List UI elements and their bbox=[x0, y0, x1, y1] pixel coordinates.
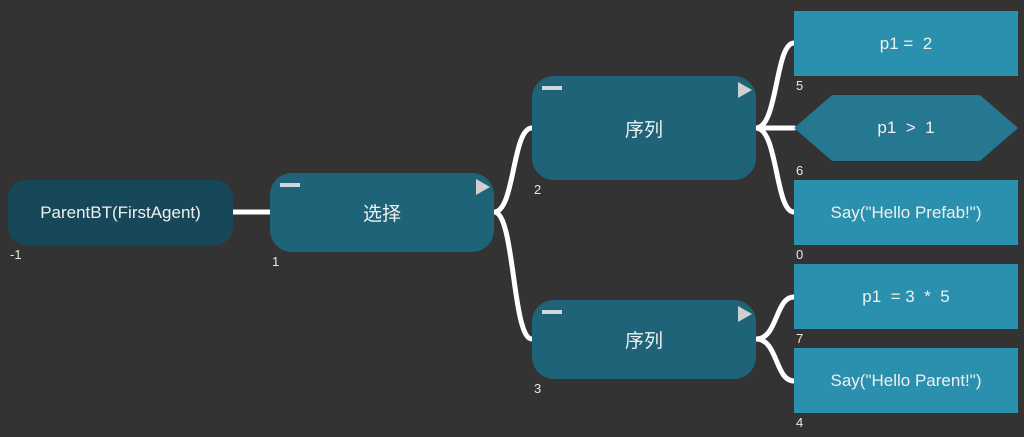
sequence-node-bottom[interactable]: 序列 bbox=[532, 300, 756, 379]
expand-arrow-icon[interactable] bbox=[476, 179, 490, 195]
node-id: 3 bbox=[534, 381, 542, 396]
node-label: Say("Hello Prefab!") bbox=[830, 202, 982, 222]
link-selector-seq2 bbox=[491, 125, 535, 215]
assignment-node[interactable]: p1 = 2 bbox=[794, 11, 1018, 76]
collapse-icon[interactable] bbox=[280, 183, 300, 187]
node-label: p1 = 2 bbox=[879, 33, 933, 53]
root-agent-node[interactable]: ParentBT(FirstAgent) bbox=[8, 180, 233, 245]
node-label: ParentBT(FirstAgent) bbox=[40, 202, 201, 222]
sequence-node-top[interactable]: 序列 bbox=[532, 76, 756, 180]
node-label: 序列 bbox=[624, 331, 663, 352]
link-seq3-node7 bbox=[753, 294, 797, 342]
node-label: Say("Hello Parent!") bbox=[830, 370, 982, 390]
link-seq3-node4 bbox=[753, 336, 797, 384]
node-label: 序列 bbox=[624, 119, 663, 141]
node-label: p1 > 1 bbox=[877, 118, 935, 137]
selector-node[interactable]: 选择 bbox=[270, 173, 494, 252]
expand-arrow-icon[interactable] bbox=[738, 82, 752, 98]
node-id: 2 bbox=[534, 182, 542, 197]
condition-node[interactable]: p1 > 1 bbox=[794, 95, 1018, 161]
node-id: -1 bbox=[10, 247, 22, 262]
collapse-icon[interactable] bbox=[542, 310, 562, 314]
link-seq2-node0 bbox=[753, 125, 797, 215]
node-id: 7 bbox=[796, 331, 804, 346]
node-id: 0 bbox=[796, 247, 804, 262]
assignment-node[interactable]: p1 = 3 * 5 bbox=[794, 264, 1018, 329]
action-node-say-prefab[interactable]: Say("Hello Prefab!") bbox=[794, 180, 1018, 245]
node-label: p1 = 3 * 5 bbox=[862, 286, 950, 306]
expand-arrow-icon[interactable] bbox=[738, 306, 752, 322]
link-selector-seq3 bbox=[491, 209, 535, 342]
node-id: 6 bbox=[796, 163, 804, 178]
action-node-say-parent[interactable]: Say("Hello Parent!") bbox=[794, 348, 1018, 413]
node-label: 选择 bbox=[362, 204, 401, 225]
node-id: 4 bbox=[796, 415, 804, 430]
collapse-icon[interactable] bbox=[542, 86, 562, 90]
node-id: 5 bbox=[796, 78, 804, 93]
node-id: 1 bbox=[272, 254, 280, 269]
link-seq2-node5 bbox=[753, 40, 797, 131]
